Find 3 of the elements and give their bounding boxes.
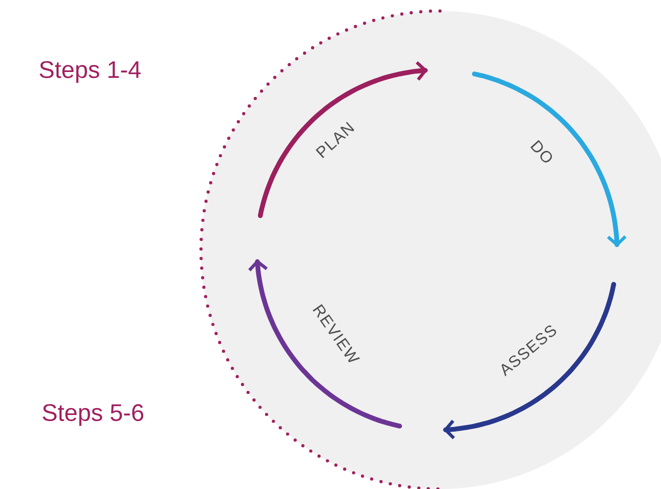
steps-label: Steps 5-6 bbox=[42, 404, 144, 426]
stage-label: DO bbox=[530, 140, 552, 162]
steps-label: Steps 1-4 bbox=[40, 61, 141, 83]
